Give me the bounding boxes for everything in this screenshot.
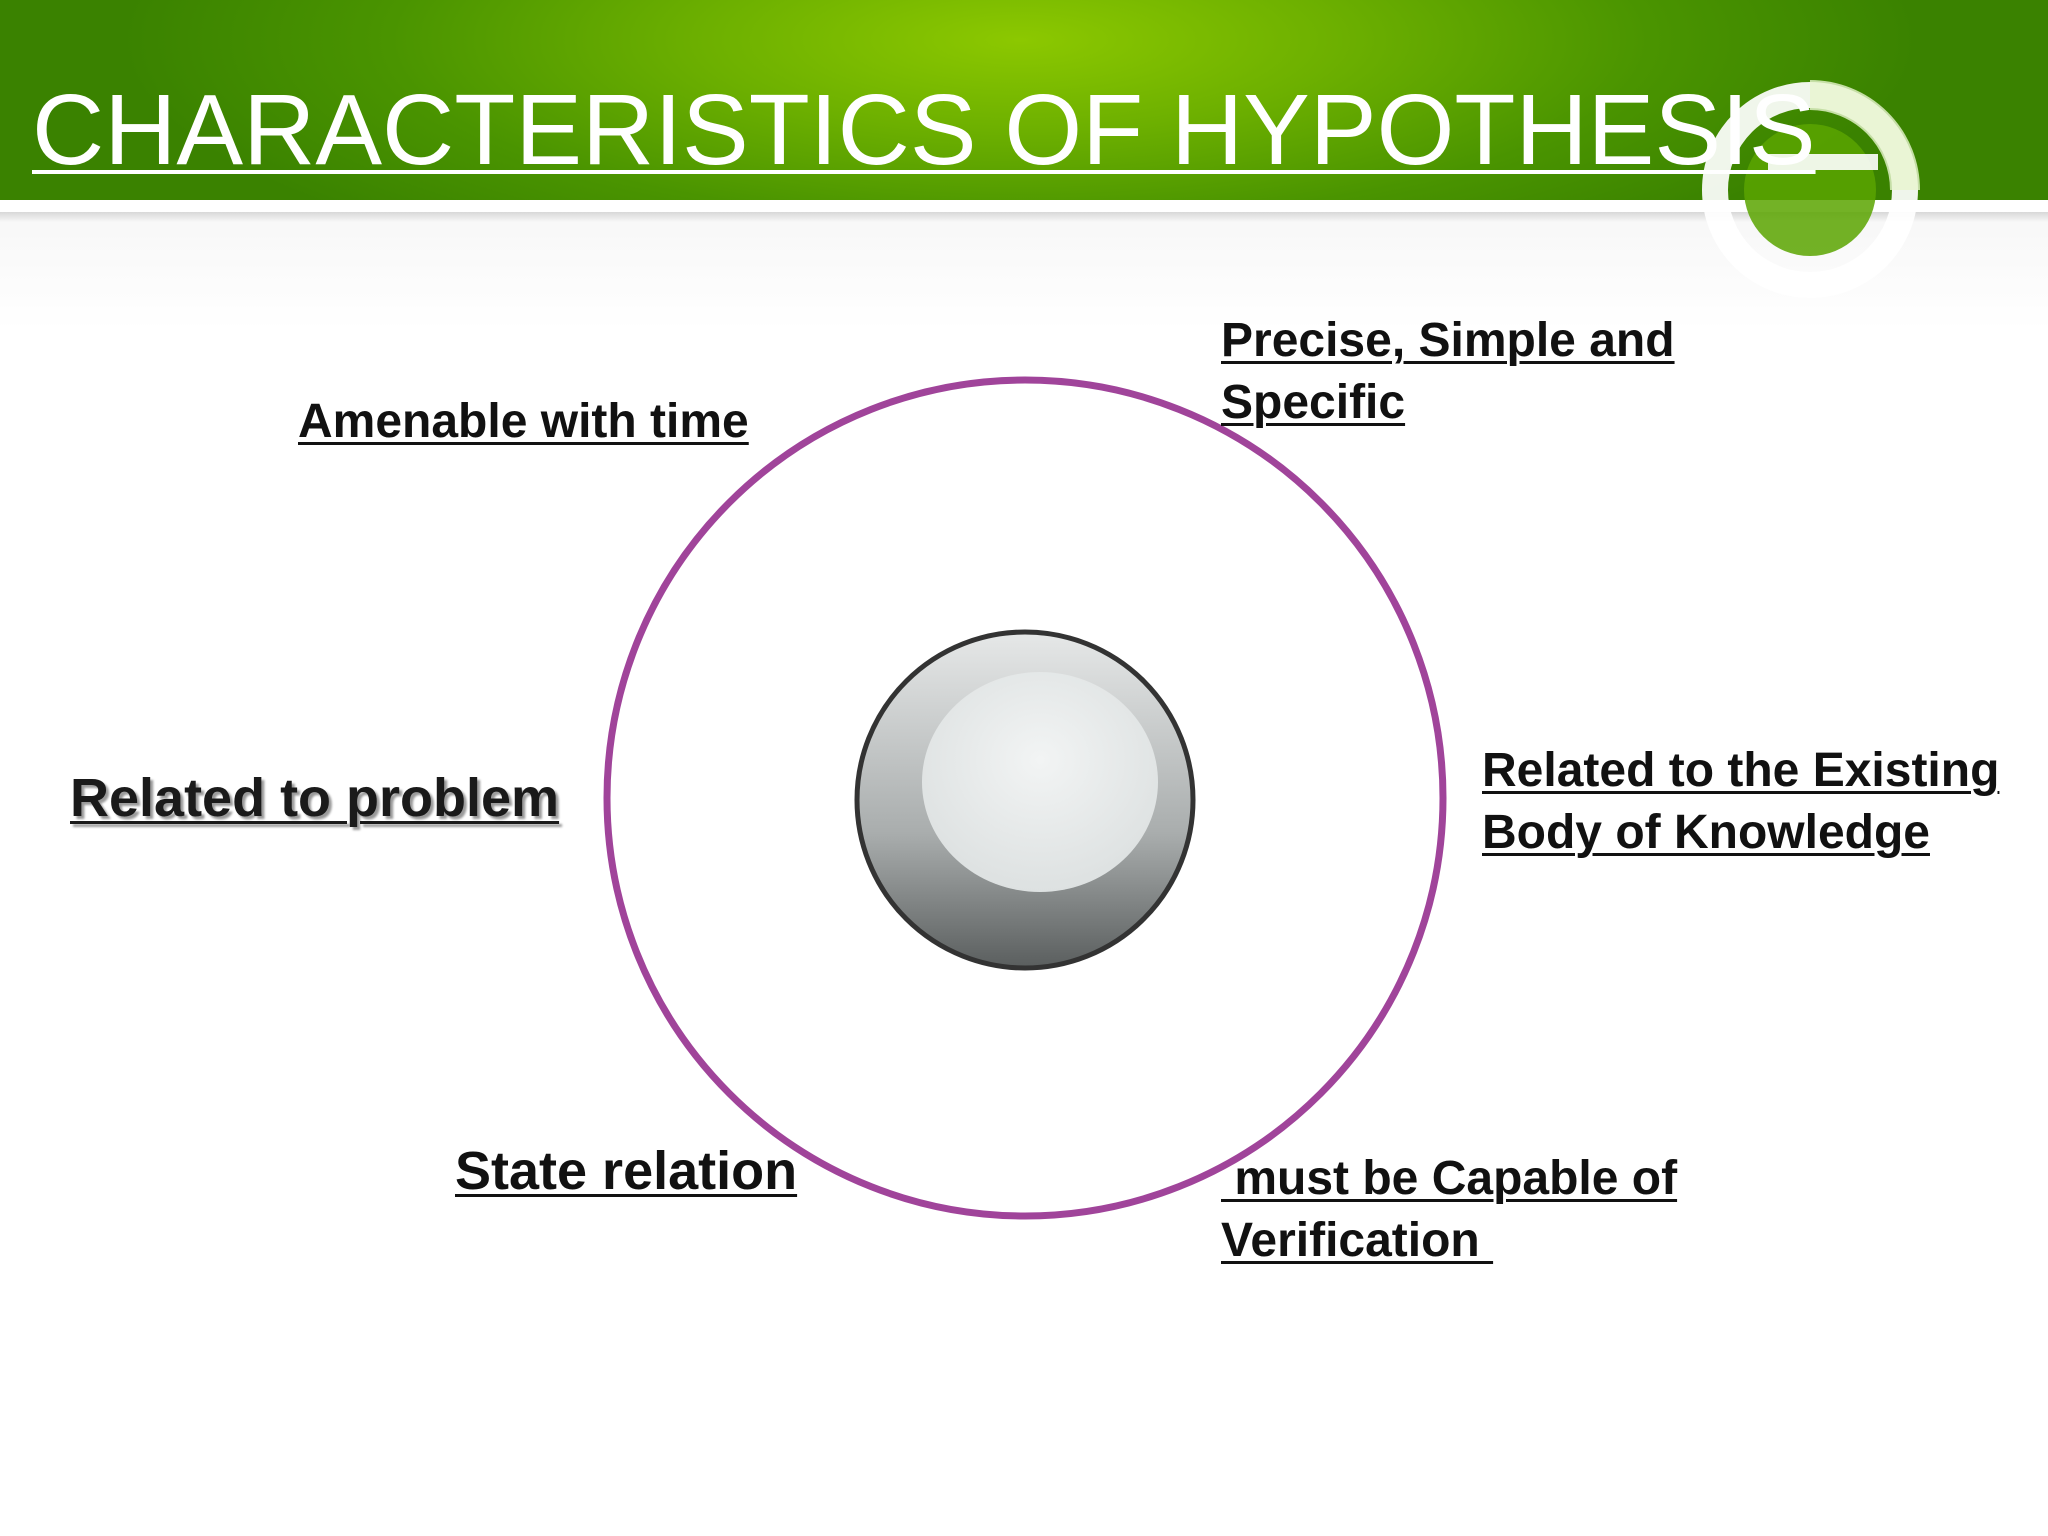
- label-verify-line-1: must be Capable of: [1221, 1152, 1678, 1205]
- label-capable-of-verification: must be Capable of Verification: [1221, 1148, 1677, 1272]
- label-precise-simple-specific: Precise, Simple and Specific: [1221, 310, 1675, 434]
- label-related-to-problem: Related to problem: [70, 768, 560, 828]
- label-existing-knowledge: Related to the Existing Body of Knowledg…: [1482, 740, 1999, 864]
- label-precise-line-2: Specific: [1221, 376, 1406, 429]
- center-button-icon: [854, 629, 1196, 971]
- page-title: CHARACTERISTICS OF HYPOTHESIS: [32, 74, 1816, 186]
- header-divider: [0, 200, 2048, 212]
- label-existing-line-1: Related to the Existing: [1482, 744, 2000, 797]
- label-amenable-with-time: Amenable with time: [298, 395, 749, 448]
- label-state-relation: State relation: [455, 1141, 798, 1201]
- label-verify-line-2: Verification: [1221, 1214, 1494, 1267]
- ring-logo-icon: [1702, 80, 1920, 298]
- header-shadow: [0, 212, 2048, 222]
- label-existing-line-2: Body of Knowledge: [1482, 806, 1930, 859]
- label-precise-line-1: Precise, Simple and: [1221, 314, 1675, 367]
